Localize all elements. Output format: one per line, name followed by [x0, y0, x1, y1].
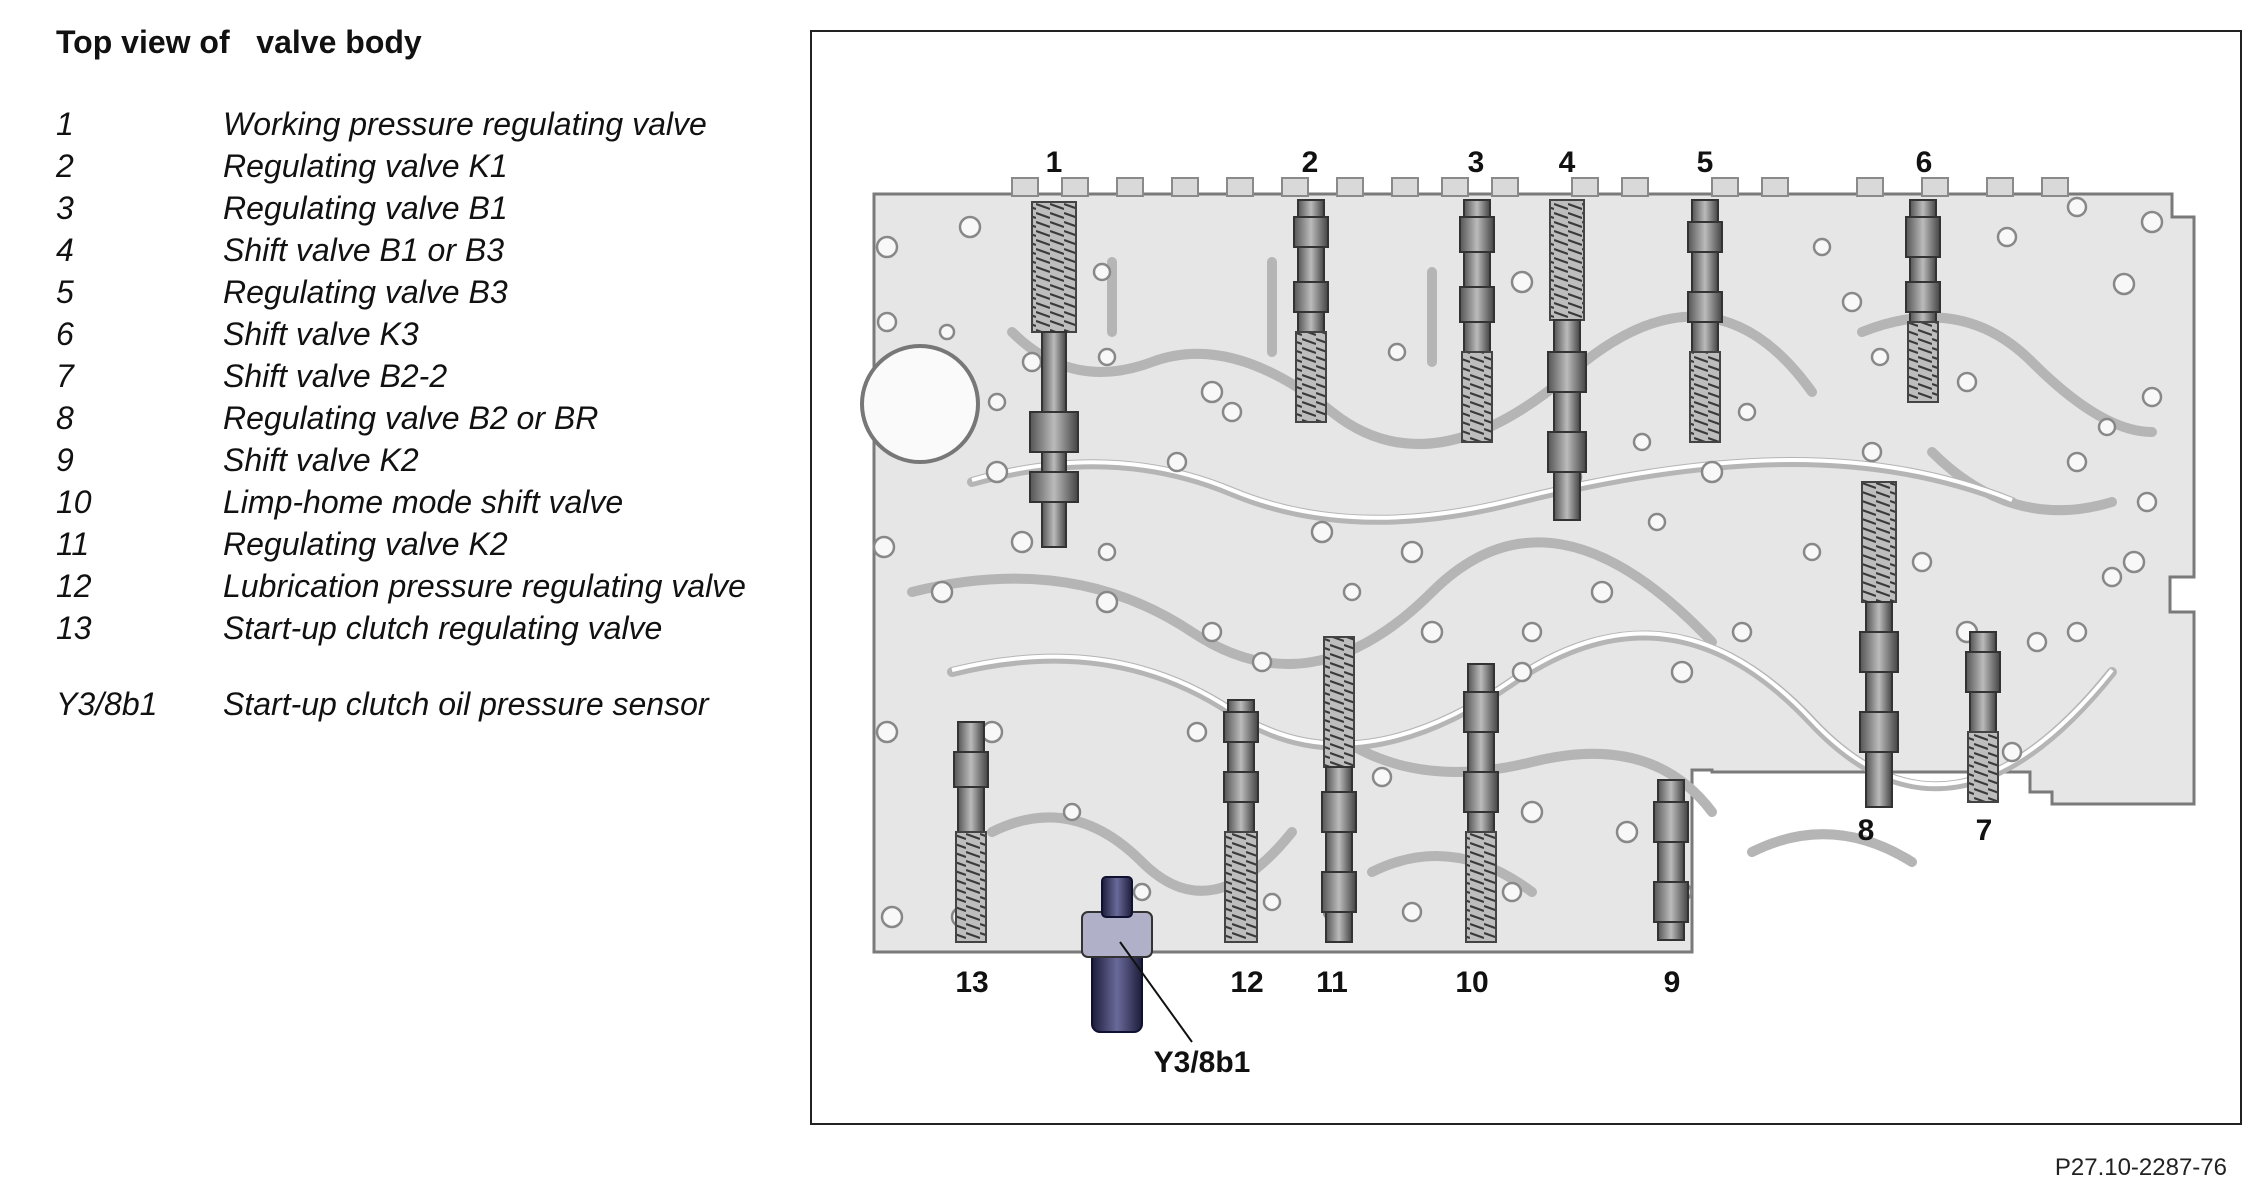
legend-number: 6: [56, 316, 74, 352]
oil-pressure-sensor: [1081, 876, 1153, 1033]
valve-1: [1029, 201, 1079, 548]
callout-9: 9: [1664, 966, 1681, 999]
legend-number: 5: [56, 274, 74, 310]
valve-4: [1547, 199, 1587, 521]
legend-number: 9: [56, 442, 74, 478]
valve-7: [1965, 631, 2001, 803]
callout-8: 8: [1858, 814, 1875, 847]
legend-description: Start-up clutch oil pressure sensor: [223, 686, 709, 722]
legend-description: Limp-home mode shift valve: [223, 484, 624, 520]
legend-item: 12 Lubrication pressure regulating valve: [56, 567, 776, 605]
legend-item: 1 Working pressure regulating valve: [56, 105, 776, 143]
legend-number: 2: [56, 148, 74, 184]
legend-number: 13: [56, 610, 92, 646]
valve-body-figure: 1 2 3 4 5 6 8 7 13 12 11 10 9 Y3/8b1: [810, 30, 2242, 1125]
legend-description: Regulating valve K2: [223, 526, 508, 562]
callout-4: 4: [1559, 146, 1576, 179]
legend-item: 7 Shift valve B2-2: [56, 357, 776, 395]
legend-item: 10 Limp-home mode shift valve: [56, 483, 776, 521]
legend-item: 2 Regulating valve K1: [56, 147, 776, 185]
legend-item: 11 Regulating valve K2: [56, 525, 776, 563]
callout-11: 11: [1316, 966, 1348, 999]
mounting-tabs: [1011, 177, 2069, 197]
callout-1: 1: [1046, 146, 1063, 179]
legend-number: 10: [56, 484, 92, 520]
valve-10: [1463, 663, 1499, 943]
valve-9: [1653, 779, 1689, 941]
legend-number: 12: [56, 568, 92, 604]
legend-item: Y3/8b1 Start-up clutch oil pressure sens…: [56, 685, 776, 723]
legend-number: 7: [56, 358, 74, 394]
callout-6: 6: [1916, 146, 1933, 179]
valve-12: [1223, 699, 1259, 943]
legend-number: 3: [56, 190, 74, 226]
callout-2: 2: [1302, 146, 1319, 179]
legend-description: Regulating valve B1: [223, 190, 508, 226]
page-title: Top view of valve body: [56, 24, 422, 60]
sensor-leader-line: [1119, 941, 1193, 1043]
legend-item: 3 Regulating valve B1: [56, 189, 776, 227]
valve-body-diagram: 1 2 3 4 5 6 8 7 13 12 11 10 9 Y3/8b1: [860, 146, 2196, 1079]
callout-12: 12: [1230, 966, 1263, 999]
valve-5: [1687, 199, 1723, 443]
legend-description: Shift valve B1 or B3: [223, 232, 505, 268]
legend-item: 8 Regulating valve B2 or BR: [56, 399, 776, 437]
legend-description: Shift valve B2-2: [223, 358, 448, 394]
legend-description: Shift valve K2: [223, 442, 419, 478]
callout-3: 3: [1468, 146, 1485, 179]
legend-description: Regulating valve K1: [223, 148, 508, 184]
valve-11: [1321, 636, 1357, 943]
valve-2: [1293, 199, 1329, 423]
legend-description: Shift valve K3: [223, 316, 419, 352]
channel-highlights: [951, 457, 2114, 787]
large-port: [860, 344, 980, 464]
legend-item: 4 Shift valve B1 or B3: [56, 231, 776, 269]
legend-number: 11: [56, 526, 90, 562]
valve-8: [1859, 481, 1899, 808]
legend-item: 9 Shift valve K2: [56, 441, 776, 479]
legend-item: 13 Start-up clutch regulating valve: [56, 609, 776, 647]
callout-5: 5: [1697, 146, 1714, 179]
legend-description: Start-up clutch regulating valve: [223, 610, 663, 646]
bore-holes: [872, 196, 2164, 929]
callout-sensor: Y3/8b1: [1154, 1046, 1251, 1079]
legend-description: Regulating valve B3: [223, 274, 508, 310]
legend-description: Regulating valve B2 or BR: [223, 400, 599, 436]
callout-13: 13: [955, 966, 988, 999]
legend-description: Lubrication pressure regulating valve: [223, 568, 746, 604]
legend-number: 4: [56, 232, 74, 268]
callout-7: 7: [1976, 814, 1993, 847]
legend-number: 1: [56, 106, 74, 142]
valve-13: [953, 721, 989, 943]
callout-10: 10: [1455, 966, 1488, 999]
legend-item: 6 Shift valve K3: [56, 315, 776, 353]
figure-reference: P27.10-2287-76: [2054, 1154, 2227, 1181]
legend-number: 8: [56, 400, 74, 436]
legend-item: 5 Regulating valve B3: [56, 273, 776, 311]
legend-description: Working pressure regulating valve: [223, 106, 707, 142]
valve-3: [1459, 199, 1495, 443]
valve-6: [1905, 199, 1941, 403]
legend-number: Y3/8b1: [56, 686, 158, 722]
legend: 1 Working pressure regulating valve 2 Re…: [56, 105, 776, 727]
